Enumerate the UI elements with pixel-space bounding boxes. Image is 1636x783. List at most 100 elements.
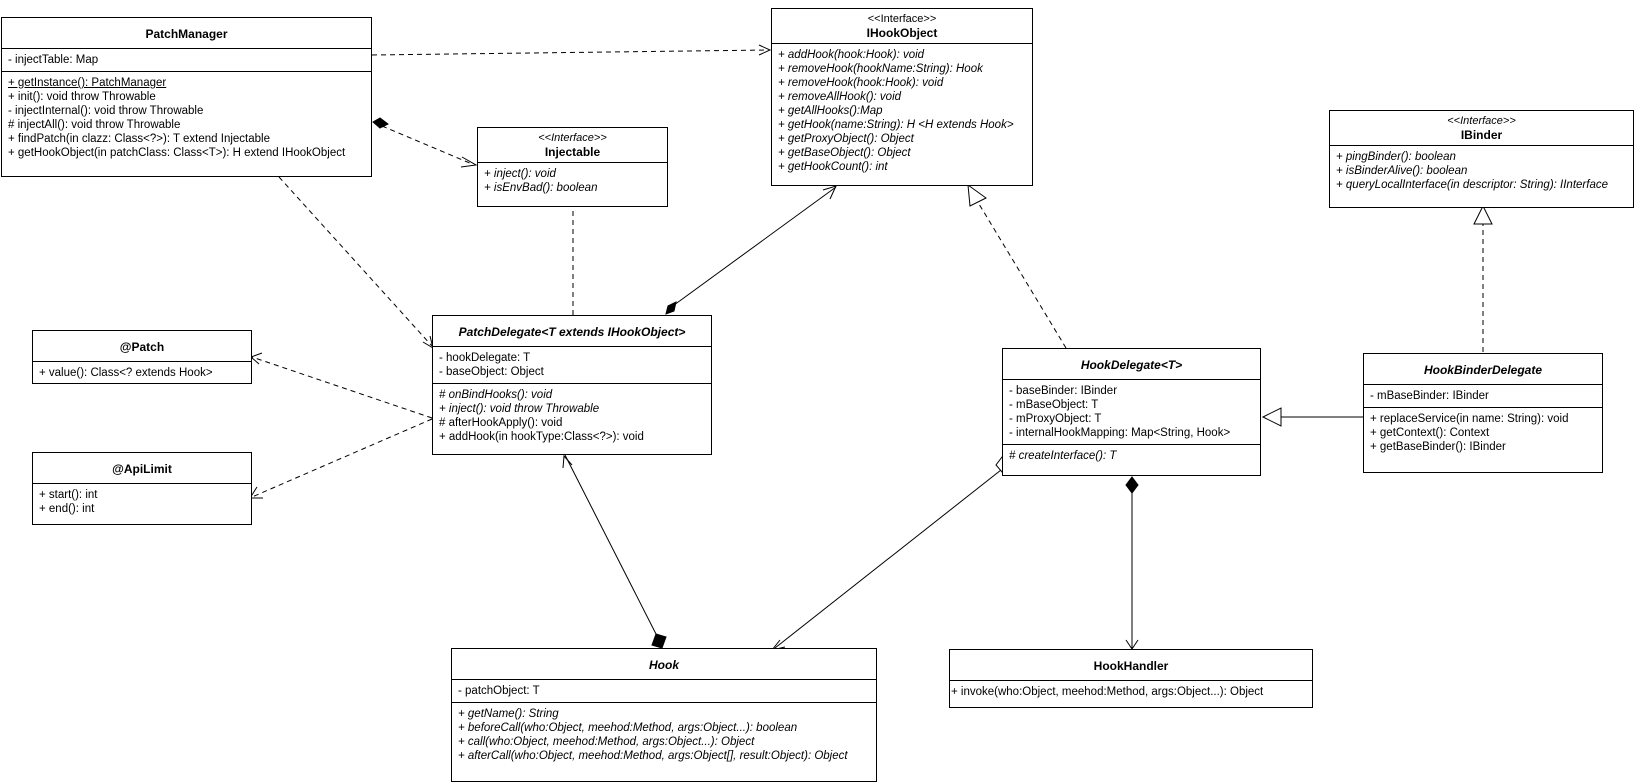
method: + inject(): void throw Throwable (439, 403, 600, 415)
method: + beforeCall(who:Object, meehod:Method, … (458, 722, 798, 734)
class-patchmanager: PatchManager - injectTable: Map + getIns… (1, 17, 372, 177)
dep-patchdelegate-apilimit (251, 418, 433, 498)
stereotype: <<Interface>> (538, 132, 607, 144)
attribute: - hookDelegate: T (439, 352, 531, 364)
method: + addHook(in hookType:Class<?>): void (439, 431, 644, 443)
attributes: - hookDelegate: T - baseObject: Object (433, 347, 711, 383)
class-name: @ApiLimit (112, 462, 172, 476)
method: + getBaseBinder(): IBinder (1370, 441, 1506, 453)
method: + value(): Class<? extends Hook> (39, 367, 213, 379)
triangle-ihookobject (967, 183, 987, 207)
methods: + getInstance(): PatchManager + init(): … (2, 71, 371, 164)
comp-patchdelegate-ihookobject (669, 186, 837, 309)
composition-diamond-patchmanager (372, 117, 389, 129)
method: + afterCall(who:Object, meehod:Method, a… (458, 750, 848, 762)
method: + getBaseObject(): Object (778, 147, 911, 159)
stereotype: <<Interface>> (867, 13, 937, 25)
realize-hookdelegate-ihookobject (978, 203, 1067, 349)
method: + getProxyObject(): Object (778, 133, 914, 145)
class-hookhandler: HookHandler + invoke(who:Object, meehod:… (949, 649, 1313, 708)
method: + getHook(name:String): H <H extends Hoo… (778, 119, 1014, 131)
class-name: HookBinderDelegate (1423, 363, 1543, 377)
dep-patchmanager-ihookobject (371, 49, 769, 56)
attribute: - baseObject: Object (439, 366, 544, 378)
dep-patchdelegate-patch (251, 356, 433, 419)
methods: + replaceService(in name: String): void … (1364, 407, 1602, 458)
interface-injectable: <<Interface>> Injectable + inject(): voi… (477, 127, 668, 207)
method: + getInstance(): PatchManager (8, 77, 167, 89)
attributes: - mBaseBinder: IBinder (1364, 385, 1602, 407)
stereotype: <<Interface>> (1447, 115, 1516, 127)
method: + addHook(hook:Hook): void (778, 49, 925, 61)
method: + findPatch(in clazz: Class<?>): T exten… (8, 133, 270, 145)
class-name: IBinder (1460, 128, 1503, 142)
class-name: PatchDelegate<T extends IHookObject> (458, 325, 686, 339)
method: + removeAllHook(): void (778, 91, 902, 103)
class-hook: Hook - patchObject: T + getName(): Strin… (451, 648, 877, 782)
composition-diamond-hook (651, 633, 667, 649)
method: + getHookObject(in patchClass: Class<T>)… (8, 147, 346, 159)
method: # injectAll(): void throw Throwable (8, 119, 181, 131)
method: + call(who:Object, meehod:Method, args:O… (458, 736, 755, 748)
method: + isEnvBad(): boolean (484, 182, 598, 194)
class-name: @Patch (119, 340, 165, 354)
triangle-ibinder (1473, 204, 1493, 225)
methods: # onBindHooks(): void + inject(): void t… (433, 383, 711, 448)
method: # onBindHooks(): void (439, 389, 553, 401)
annotation-apilimit: @ApiLimit + start(): int + end(): int (32, 452, 252, 525)
method: # afterHookApply(): void (439, 417, 563, 429)
methods: + invoke(who:Object, meehod:Method, args… (950, 681, 1312, 703)
annotation-patch: @Patch + value(): Class<? extends Hook> (32, 330, 252, 384)
method: + start(): int (39, 489, 98, 501)
attributes: - injectTable: Map (2, 49, 371, 71)
method: + inject(): void (484, 168, 556, 180)
method: - injectInternal(): void throw Throwable (8, 105, 204, 117)
methods: + value(): Class<? extends Hook> (33, 362, 251, 384)
method: + getAllHooks():Map (778, 105, 883, 117)
agg-hookdelegate-hook (774, 469, 1002, 649)
dep-patchmanager-injectable (381, 125, 473, 165)
method: + queryLocalInterface(in descriptor: Str… (1336, 179, 1608, 191)
method: + end(): int (39, 503, 95, 515)
class-name: HookDelegate<T> (1080, 358, 1183, 372)
methods: + start(): int + end(): int (33, 484, 251, 520)
attribute: - internalHookMapping: Map<String, Hook> (1009, 427, 1231, 439)
class-name: IHookObject (866, 26, 938, 40)
method: + removeHook(hookName:String): Hook (778, 63, 983, 75)
interface-ihookobject: <<Interface>> IHookObject + addHook(hook… (771, 8, 1033, 186)
attribute: - mBaseObject: T (1009, 399, 1099, 411)
attribute: - mProxyObject: T (1009, 413, 1102, 425)
methods: + inject(): void + isEnvBad(): boolean (478, 163, 667, 199)
methods: # createInterface(): T (1003, 444, 1260, 467)
method: + isBinderAlive(): boolean (1336, 165, 1468, 177)
methods: + pingBinder(): boolean + isBinderAlive(… (1330, 146, 1633, 196)
class-name: PatchManager (145, 27, 228, 41)
triangle-hookdelegate (1261, 407, 1282, 427)
attribute: - patchObject: T (458, 685, 540, 697)
class-name: Hook (649, 658, 679, 672)
attribute: - baseBinder: IBinder (1009, 385, 1118, 397)
composition-diamond-hookdelegate (1125, 476, 1139, 494)
method: + getName(): String (458, 708, 559, 720)
method: + getHookCount(): int (778, 161, 888, 173)
method: + removeHook(hook:Hook): void (778, 77, 944, 89)
class-patchdelegate: PatchDelegate<T extends IHookObject> - h… (432, 315, 712, 455)
class-hookbinderdelegate: HookBinderDelegate - mBaseBinder: IBinde… (1363, 353, 1603, 473)
comp-hook-patchdelegate (564, 454, 657, 635)
composition-diamond-patchdelegate (665, 301, 677, 315)
attributes: - baseBinder: IBinder - mBaseObject: T -… (1003, 380, 1260, 444)
method: + pingBinder(): boolean (1336, 151, 1456, 163)
dep-patchmanager-patchdelegate (278, 176, 433, 347)
methods: + addHook(hook:Hook): void + removeHook(… (772, 44, 1032, 178)
attributes: - patchObject: T (452, 680, 876, 702)
methods: + getName(): String + beforeCall(who:Obj… (452, 702, 876, 767)
attribute: - mBaseBinder: IBinder (1370, 390, 1489, 402)
method: + getContext(): Context (1370, 427, 1490, 439)
class-hookdelegate: HookDelegate<T> - baseBinder: IBinder - … (1002, 348, 1261, 476)
method: + invoke(who:Object, meehod:Method, args… (951, 686, 1264, 698)
class-name: Injectable (544, 145, 601, 159)
method: + replaceService(in name: String): void (1370, 413, 1569, 425)
method: + init(): void throw Throwable (8, 91, 156, 103)
class-name: HookHandler (1093, 659, 1169, 673)
